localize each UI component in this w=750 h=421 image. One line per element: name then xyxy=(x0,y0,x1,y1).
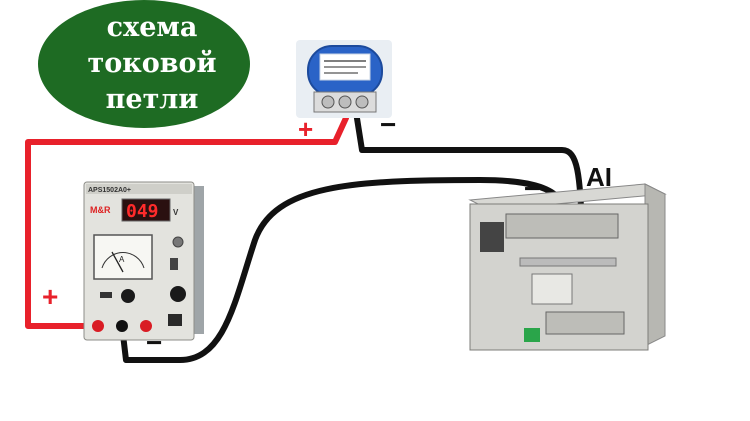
plus-left-label: + xyxy=(42,281,58,312)
transmitter-screw-2 xyxy=(338,95,352,109)
minus-bottom-label: − xyxy=(146,327,162,358)
plc-led-strip xyxy=(519,257,617,267)
plc-green-connector xyxy=(524,328,540,342)
psu-terminal-red-2 xyxy=(140,320,152,332)
transmitter-screw-1 xyxy=(321,95,335,109)
title-line-1: схема xyxy=(107,12,198,43)
plc-upper-terminals xyxy=(505,213,619,239)
title-badge: схема токовой петли xyxy=(38,0,250,128)
psu-terminal-black xyxy=(116,320,128,332)
dc-power-supply-icon: APS1502A0+ M&R 049 V A xyxy=(83,181,204,341)
psu-brand: M&R xyxy=(90,205,111,215)
psu-knob-center xyxy=(121,289,135,303)
psu-display: 049 xyxy=(126,201,159,222)
plc-controller-icon xyxy=(468,183,667,351)
psu-top-strip xyxy=(86,184,192,194)
minus-top-label: − xyxy=(380,109,396,140)
temperature-transmitter-icon xyxy=(296,40,392,118)
psu-switch xyxy=(170,258,178,270)
psu-meter-unit: A xyxy=(119,255,125,264)
psu-usb-port xyxy=(100,292,112,298)
plc-port xyxy=(531,273,573,305)
psu-terminal-red xyxy=(92,320,104,332)
plc-label-area xyxy=(480,222,504,252)
plc-lower-terminals xyxy=(545,311,625,335)
title-line-2: токовой xyxy=(87,48,216,79)
negative-wire xyxy=(119,177,573,363)
psu-knob-large xyxy=(170,286,186,302)
plus-top-label: + xyxy=(298,114,313,144)
psu-knob-small xyxy=(172,236,184,248)
minus-plc-label: − xyxy=(524,173,540,204)
positive-wire xyxy=(25,115,349,329)
psu-model: APS1502A0+ xyxy=(88,187,131,194)
ai-label: AI xyxy=(586,162,612,192)
psu-display-unit: V xyxy=(173,208,179,217)
psu-meter-needle xyxy=(111,251,124,273)
title-line-3: петли xyxy=(106,84,199,115)
transmitter-screw-3 xyxy=(355,95,369,109)
title-badge-ellipse xyxy=(38,0,250,128)
psu-power-button xyxy=(168,314,182,326)
psu-display-bezel xyxy=(121,198,171,222)
